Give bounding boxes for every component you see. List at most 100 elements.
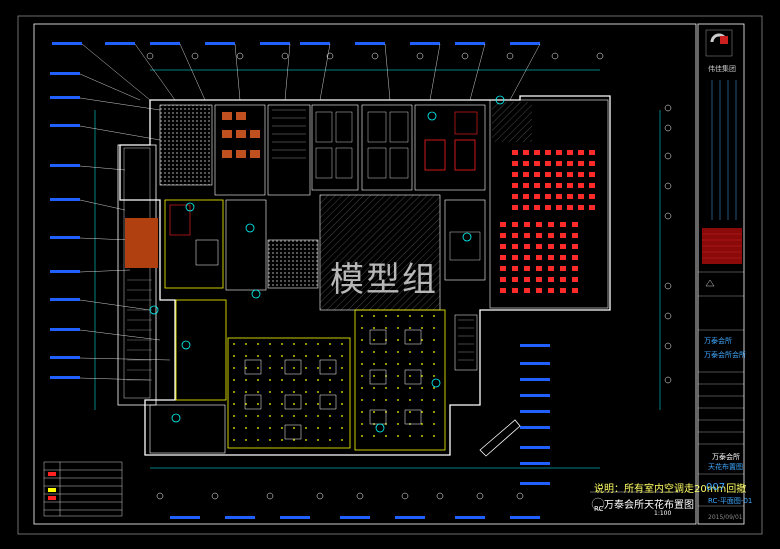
ceiling-light bbox=[257, 415, 259, 417]
dining-chair bbox=[560, 255, 566, 260]
ceiling-light bbox=[397, 363, 399, 365]
dining-chair bbox=[536, 233, 542, 238]
ceiling-light bbox=[409, 315, 411, 317]
project-subtitle: 万泰会所会所 bbox=[704, 351, 746, 359]
ceiling-light bbox=[281, 439, 283, 441]
dining-chair bbox=[578, 150, 584, 155]
ceiling-light bbox=[233, 379, 235, 381]
ceiling-light bbox=[421, 375, 423, 377]
dining-chair bbox=[523, 150, 529, 155]
ceiling-light bbox=[233, 403, 235, 405]
ceiling-light bbox=[269, 343, 271, 345]
ceiling-light bbox=[385, 387, 387, 389]
dining-chair bbox=[545, 150, 551, 155]
dining-chair bbox=[524, 266, 530, 271]
ceiling-light bbox=[385, 435, 387, 437]
dining-chair bbox=[548, 222, 554, 227]
ceiling-light bbox=[433, 435, 435, 437]
dining-chair bbox=[567, 172, 573, 177]
callouts-right bbox=[520, 344, 550, 485]
dining-chair bbox=[536, 277, 542, 282]
ceiling-light bbox=[421, 339, 423, 341]
ceiling-light bbox=[293, 367, 295, 369]
callouts-left bbox=[50, 72, 171, 381]
dining-chair bbox=[560, 233, 566, 238]
ceiling-light bbox=[305, 391, 307, 393]
dining-chair bbox=[578, 194, 584, 199]
ceiling-light bbox=[385, 399, 387, 401]
ceiling-light bbox=[245, 367, 247, 369]
ceiling-light bbox=[397, 315, 399, 317]
dining-chair bbox=[589, 161, 595, 166]
ceiling-light bbox=[433, 351, 435, 353]
dining-chair bbox=[536, 255, 542, 260]
ceiling-light bbox=[341, 379, 343, 381]
ceiling-light bbox=[233, 355, 235, 357]
dining-table bbox=[404, 329, 422, 345]
dining-chair bbox=[500, 255, 506, 260]
ceiling-light bbox=[269, 415, 271, 417]
ceiling-light bbox=[257, 439, 259, 441]
ceiling-light bbox=[329, 427, 331, 429]
ceiling-light bbox=[329, 391, 331, 393]
ceiling-light bbox=[409, 375, 411, 377]
dining-table bbox=[284, 394, 302, 410]
dining-chair bbox=[534, 161, 540, 166]
ceiling-light bbox=[409, 399, 411, 401]
ceiling-light bbox=[361, 351, 363, 353]
ceiling-light bbox=[433, 399, 435, 401]
title-block-frame bbox=[697, 23, 745, 525]
dining-chair bbox=[524, 222, 530, 227]
dining-chair bbox=[556, 161, 562, 166]
dining-chair bbox=[500, 266, 506, 271]
dining-chair bbox=[512, 233, 518, 238]
ceiling-light bbox=[245, 415, 247, 417]
ceiling-light bbox=[245, 379, 247, 381]
drawing-title: 万泰会所天花布置图 bbox=[604, 500, 694, 511]
ceiling-light bbox=[373, 387, 375, 389]
ceiling-light bbox=[257, 379, 259, 381]
dining-chair bbox=[512, 161, 518, 166]
dining-chair bbox=[567, 183, 573, 188]
dining-table bbox=[369, 409, 387, 425]
ceiling-light bbox=[305, 355, 307, 357]
ceiling-light bbox=[305, 379, 307, 381]
ceiling-light bbox=[433, 339, 435, 341]
dining-chair bbox=[572, 255, 578, 260]
dining-chair bbox=[534, 205, 540, 210]
ceiling-light bbox=[329, 343, 331, 345]
ceiling-light bbox=[341, 427, 343, 429]
ceiling-light bbox=[385, 315, 387, 317]
ceiling-light bbox=[317, 367, 319, 369]
dining-chair bbox=[534, 150, 540, 155]
ceiling-light bbox=[329, 367, 331, 369]
dining-chair bbox=[524, 244, 530, 249]
dining-table bbox=[284, 424, 302, 440]
ceiling-light bbox=[293, 415, 295, 417]
ceiling-light bbox=[317, 439, 319, 441]
dining-chair bbox=[589, 194, 595, 199]
ceiling-light bbox=[361, 315, 363, 317]
ceiling-light bbox=[245, 391, 247, 393]
ceiling-light bbox=[245, 427, 247, 429]
ceiling-light bbox=[329, 439, 331, 441]
dining-table bbox=[319, 394, 337, 410]
dining-chair bbox=[567, 161, 573, 166]
dining-chair bbox=[556, 194, 562, 199]
dining-chair bbox=[548, 244, 554, 249]
ceiling-light bbox=[373, 339, 375, 341]
sheet-title-line1: 万泰会所 bbox=[712, 453, 740, 461]
ceiling-light bbox=[341, 391, 343, 393]
legend-table bbox=[43, 461, 123, 517]
ceiling-light bbox=[421, 423, 423, 425]
ceiling-light bbox=[373, 363, 375, 365]
ceiling-light bbox=[361, 411, 363, 413]
ceiling-light bbox=[341, 355, 343, 357]
ceiling-light bbox=[293, 427, 295, 429]
ceiling-light bbox=[397, 399, 399, 401]
dining-chair bbox=[572, 277, 578, 282]
ceiling-light bbox=[317, 343, 319, 345]
drawing-date: 2015/09/01 bbox=[708, 514, 743, 521]
ceiling-light bbox=[305, 403, 307, 405]
